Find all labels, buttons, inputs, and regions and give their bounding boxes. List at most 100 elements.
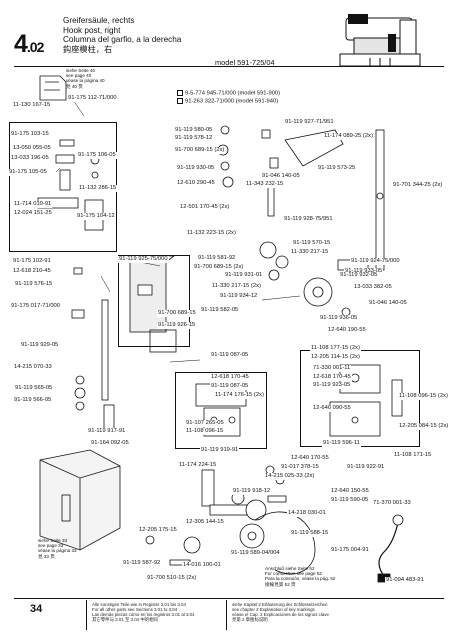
footer-note-right: siehe Kapitel 2 Erläuterung der Schlüsse… (232, 602, 329, 623)
part-label: 91-119 578-12 (174, 135, 214, 142)
part-label: 11-174 224-15 (178, 462, 218, 469)
part-label: 91-119 922-91 (346, 464, 386, 471)
part-label: 91-119 932-05 (339, 272, 379, 279)
part-label: 14-215 025-33 (2x) (264, 473, 316, 480)
frame-post-group (118, 255, 190, 347)
part-label: 91-119 924-75/000 (350, 258, 401, 265)
part-label: 91-119 929-05 (20, 342, 60, 349)
section-number: 4.02 (14, 30, 44, 58)
part-label: 11-132 223-15 (2x) (186, 230, 237, 237)
part-label: 12-610 290-45 (176, 180, 216, 187)
part-label: 91-017 378-15 (280, 464, 320, 471)
part-label: 12-618 170-45 (210, 374, 250, 381)
part-label: 12-205 175-15 (138, 527, 178, 534)
part-label: 11-132 286-15 (78, 185, 118, 192)
part-label: 91-119 590-05 (330, 497, 370, 504)
part-label: 91-119 596-11 (322, 440, 361, 447)
part-label: 14-218 030-01 (287, 510, 327, 517)
part-label: 14-215 070-33 (13, 364, 53, 371)
part-label: 91-119 570-15 (292, 240, 332, 247)
page-number: 34 (30, 603, 43, 615)
part-label: 14-016 100-01 (182, 562, 222, 569)
model-label: model 591-725/04 (215, 58, 275, 67)
part-label: 91-119 587-92 (122, 560, 162, 567)
part-label: 91-175 106-05 (77, 152, 117, 159)
part-label: 11-330 217-15 (2x) (211, 283, 262, 290)
part-label: 91-700 510-15 (2x) (146, 575, 198, 582)
part-label: 11-108 096-15 (185, 428, 225, 435)
part-label: 11-130 167-15 (12, 102, 52, 109)
part-label: 91-119 581-92 (197, 255, 237, 262)
part-label: 91-700 689-15 (157, 310, 197, 317)
part-label: 11-343 232-15 (245, 181, 285, 188)
part-label: 12-618 210-45 (12, 268, 52, 275)
part-label: 11-714 010-91 (13, 201, 53, 208)
part-label: 91-119 936-05 (319, 315, 359, 322)
part-label: 12-024 151-25 (13, 210, 53, 217)
part-label: 91-119 928-75/951 (283, 216, 334, 223)
part-label: 91-175 017-71/000 (10, 303, 61, 310)
title-en: Hook post, right (63, 25, 121, 35)
part-label: 12-618 170-45 (312, 374, 352, 381)
part-label: 91-175 112-71/000 (67, 95, 118, 102)
part-label: 91-119 576-15 (14, 281, 54, 288)
title-es: Columna del garfio, a la derecha (63, 35, 182, 45)
legend-item-2: 91-263 322-71/000 (model 591-940) (177, 97, 280, 106)
part-label: 11-174 089-25 (2x) (323, 133, 374, 140)
title-de: Greifersäule, rechts (63, 16, 135, 25)
footer-note-left: Alle sonstigen Teile wie in Register 3.0… (92, 602, 195, 623)
part-label: 13-033 196-05 (10, 155, 50, 162)
part-label: 91-107 265-05 (185, 420, 225, 427)
part-label: 91-119 588-15 (290, 530, 330, 537)
part-label: 91-119 917-91 (87, 428, 127, 435)
part-label: 91-119 933-05 (344, 268, 384, 275)
part-label: 91-046 140-05 (261, 173, 301, 180)
legend-item-1: 9-5-774 945-71/000 (model 591-900) (177, 90, 280, 98)
part-label: 11-330 217-15 (290, 249, 330, 256)
part-label: 91-119 573-25 (317, 165, 357, 172)
part-label: 91-119 087-05 (210, 383, 250, 390)
part-label: 91-119 565-05 (14, 385, 54, 392)
legend-box-icon (177, 90, 183, 96)
part-label: 91-175 103-15 (10, 131, 50, 138)
part-label: 11-108 096-15 (2x) (398, 393, 449, 400)
part-label: 91-119 566-05 (13, 397, 53, 404)
legend: 9-5-774 945-71/000 (model 591-900) 91-26… (177, 90, 280, 105)
part-label: 91-094 483-91 (385, 577, 425, 584)
part-label: 91-700 689-15 (2x) (193, 264, 245, 271)
part-label: 11-174 176-15 (2x) (214, 392, 265, 399)
part-label: 12-205 084-15 (2x) (398, 423, 450, 430)
part-label: 12-501 170-45 (2x) (179, 204, 231, 211)
part-label: 91-119 927-71/951 (284, 119, 335, 126)
title-zh: 鈎座模柱，右 (63, 44, 113, 54)
footer-rule (14, 598, 444, 599)
legend-box-icon (177, 97, 183, 104)
part-label: 13-050 055-05 (12, 145, 52, 152)
part-label: 71-370 001-33 (372, 500, 412, 507)
part-label: 91-175 102-91 (12, 258, 52, 265)
part-label: 91-175 105-05 (8, 169, 48, 176)
part-label: 71-330 001-11 (312, 365, 352, 372)
part-label: 91-175 104-12 (76, 213, 116, 220)
part-label: 12-205 114-15 (2x) (310, 354, 361, 361)
part-label: 12-305 144-15 (185, 519, 225, 526)
part-label: 91-046 140-05 (368, 300, 408, 307)
part-label: 91-119 930-05 (176, 165, 216, 172)
part-label: 12-640 170-55 (290, 455, 330, 462)
part-label: 91-119 931-01 (224, 272, 264, 279)
part-label: 91-701 344-25 (2x) (392, 182, 444, 189)
part-label: 91-119 925-75/000 (118, 256, 169, 263)
part-label: 91-119 923-05 (312, 382, 352, 389)
part-label: 12-640 150-55 (330, 488, 370, 495)
part-label: 91-119 580-05 (174, 127, 214, 134)
part-label: 13-033 382-05 (353, 284, 393, 291)
part-label: 91-700 689-15 (2x) (174, 147, 226, 154)
part-label: 91-119 582-05 (200, 307, 240, 314)
footer-divider (226, 600, 227, 630)
part-label: 91-119 919-91 (200, 447, 240, 454)
part-label: 11-108 177-15 (2x) (310, 345, 361, 352)
part-label: 91-119 934-12 (219, 293, 259, 300)
